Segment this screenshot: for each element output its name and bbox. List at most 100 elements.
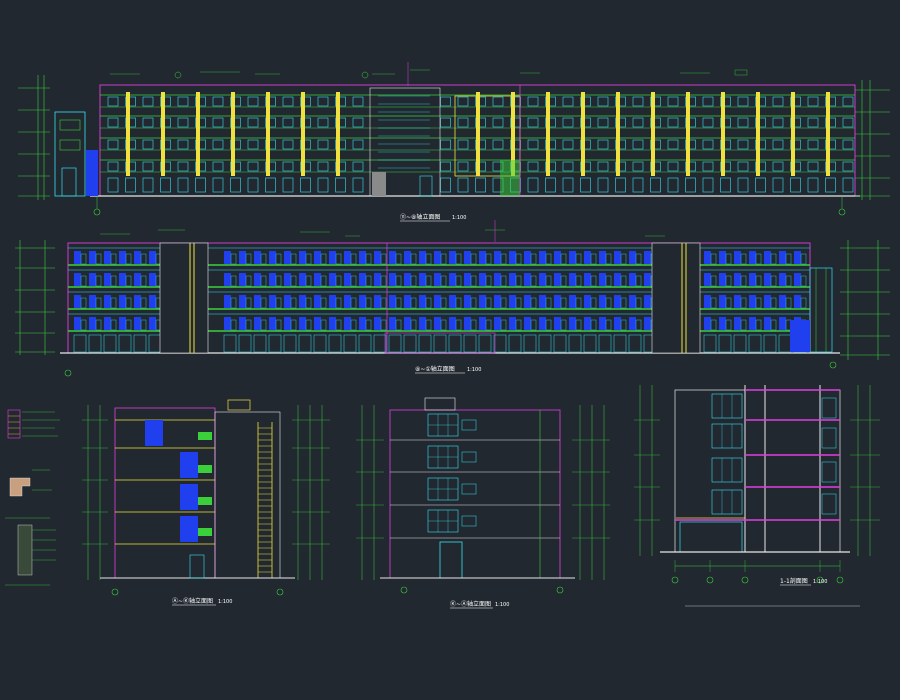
window xyxy=(755,319,762,331)
section-window-right xyxy=(821,397,837,419)
blue-glazing xyxy=(734,317,741,330)
blue-glazing xyxy=(509,317,516,330)
south-elevation: ⑧~①轴立面图 1:100 xyxy=(15,220,890,377)
window xyxy=(575,275,582,287)
ground-window xyxy=(523,334,537,353)
window xyxy=(265,139,276,150)
window xyxy=(350,319,357,331)
section-building xyxy=(660,385,850,553)
section-window-right xyxy=(821,427,837,449)
blue-glazing xyxy=(584,295,591,308)
blue-glazing xyxy=(389,251,396,264)
window xyxy=(530,297,537,309)
window xyxy=(515,297,522,309)
blue-glazing xyxy=(734,273,741,286)
window xyxy=(667,139,679,150)
blue-glazing xyxy=(569,273,576,286)
window xyxy=(365,297,372,309)
window xyxy=(440,275,447,287)
blue-glazing xyxy=(449,273,456,286)
pilaster xyxy=(826,92,830,176)
window xyxy=(177,161,189,172)
south-right-level-markers xyxy=(840,240,890,360)
window xyxy=(230,161,241,172)
blue-glazing xyxy=(74,317,81,330)
window xyxy=(107,96,119,107)
window xyxy=(212,96,224,107)
blue-glazing xyxy=(284,251,291,264)
blue-glazing xyxy=(449,317,456,330)
window xyxy=(305,297,312,309)
window xyxy=(685,96,696,107)
ground-window xyxy=(545,177,556,193)
blue-glazing xyxy=(644,317,651,330)
window xyxy=(492,139,504,150)
window xyxy=(527,117,539,128)
window xyxy=(247,139,259,150)
blue-glazing xyxy=(599,251,606,264)
window xyxy=(632,139,644,150)
blue-glazing xyxy=(269,295,276,308)
window xyxy=(160,96,171,107)
window xyxy=(755,161,766,172)
window xyxy=(740,253,747,265)
blue-glazing xyxy=(239,251,246,264)
east-axis-markers xyxy=(111,588,284,596)
window xyxy=(335,319,342,331)
north-axis-markers xyxy=(93,196,846,216)
blue-glazing xyxy=(494,251,501,264)
ground-window xyxy=(580,177,591,193)
ground-window xyxy=(335,177,346,193)
window xyxy=(720,96,731,107)
window xyxy=(725,253,732,265)
wall-detail-1 xyxy=(7,409,60,439)
blue-glazing xyxy=(764,273,771,286)
ground-window xyxy=(475,177,486,193)
pilaster xyxy=(266,92,270,176)
view-scale-section: 1:100 xyxy=(813,579,827,585)
blue-glazing xyxy=(404,317,411,330)
ground-window xyxy=(298,334,312,353)
blue-glazing xyxy=(134,317,141,330)
ground-window xyxy=(195,177,206,193)
window xyxy=(842,96,854,107)
ground-window xyxy=(300,177,311,193)
blue-glazing xyxy=(89,317,96,330)
ground-window xyxy=(148,334,162,353)
window xyxy=(455,297,462,309)
window xyxy=(335,96,346,107)
window xyxy=(95,297,102,309)
window xyxy=(275,319,282,331)
window xyxy=(380,297,387,309)
window xyxy=(485,319,492,331)
window xyxy=(245,253,252,265)
window xyxy=(650,161,661,172)
window xyxy=(560,275,567,287)
window xyxy=(632,96,644,107)
blue-glazing xyxy=(149,251,156,264)
window xyxy=(597,117,609,128)
small-window xyxy=(461,515,477,527)
pilaster xyxy=(476,92,480,176)
view-scale-west: 1:100 xyxy=(495,602,509,608)
entry-canopy xyxy=(384,332,496,354)
window xyxy=(475,139,486,150)
window xyxy=(305,275,312,287)
window xyxy=(710,319,717,331)
blue-glazing xyxy=(554,295,561,308)
window xyxy=(125,161,136,172)
window xyxy=(560,253,567,265)
blue-glazing xyxy=(719,251,726,264)
pilaster xyxy=(336,92,340,176)
window xyxy=(790,139,801,150)
window xyxy=(275,297,282,309)
window xyxy=(485,253,492,265)
view-title-section: 1-1剖面图 xyxy=(780,577,808,585)
window xyxy=(457,139,469,150)
north-top-annotations xyxy=(110,62,748,86)
window xyxy=(440,253,447,265)
blue-glazing xyxy=(524,295,531,308)
section-window xyxy=(711,489,743,515)
blue-glazing xyxy=(389,295,396,308)
section-window xyxy=(711,393,743,419)
